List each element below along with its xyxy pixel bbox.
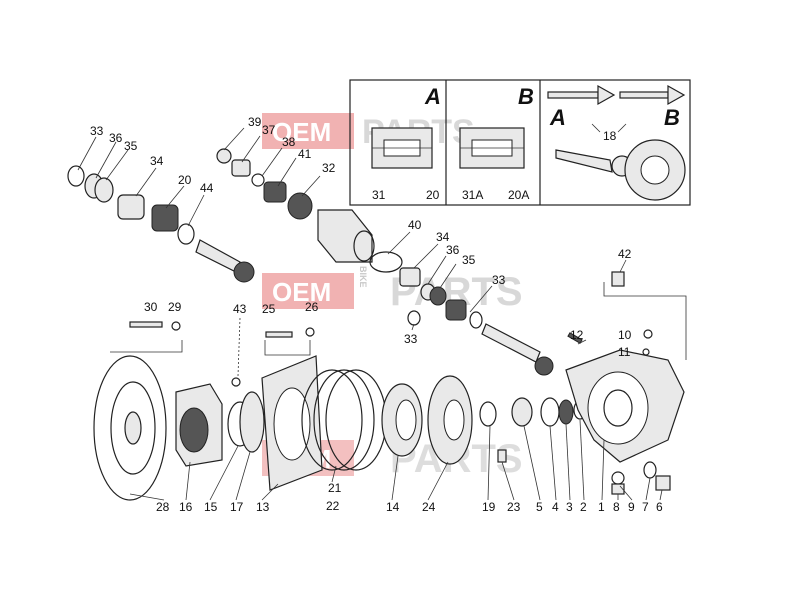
callout-33-lower: 33 xyxy=(404,332,418,346)
inset-c-label: 18 xyxy=(603,129,617,143)
inset-detail-box: A B 31 20 31A 20A A xyxy=(349,79,691,206)
inset-b-bearing xyxy=(459,127,525,169)
callout-21: 21 xyxy=(328,481,342,495)
inset-a-letter: A xyxy=(424,84,441,109)
callout-14: 14 xyxy=(386,500,400,514)
leader-lines xyxy=(77,127,663,501)
callout-34-right: 34 xyxy=(436,230,450,244)
callout-33: 33 xyxy=(90,124,104,138)
callout-labels: 33 36 35 34 20 44 39 37 38 41 32 40 34 3… xyxy=(90,115,663,514)
callout-1: 1 xyxy=(598,500,605,514)
watermark-middle: OEM BIKE PARTS xyxy=(262,266,523,314)
upper-left-assembly xyxy=(67,165,255,283)
inset-a-label-1: 31 xyxy=(372,188,386,202)
callout-13: 13 xyxy=(256,500,270,514)
small-hardware xyxy=(129,271,653,387)
callout-3: 3 xyxy=(566,500,573,514)
callout-34: 34 xyxy=(150,154,164,168)
callout-24: 24 xyxy=(422,500,436,514)
callout-6: 6 xyxy=(656,500,663,514)
callout-36: 36 xyxy=(109,131,123,145)
callout-20: 20 xyxy=(178,173,192,187)
callout-37: 37 xyxy=(262,123,276,137)
watermark-brand-2: OEM xyxy=(272,277,331,307)
center-upper-parts xyxy=(216,148,403,273)
callout-38: 38 xyxy=(282,135,296,149)
crown-gear xyxy=(427,375,473,465)
inset-b-label-2: 20A xyxy=(508,188,529,202)
callout-40: 40 xyxy=(408,218,422,232)
callout-5: 5 xyxy=(536,500,543,514)
spacer-ring xyxy=(239,391,265,453)
callout-16: 16 xyxy=(179,500,193,514)
callout-22: 22 xyxy=(326,499,340,513)
inset-b-label-1: 31A xyxy=(462,188,483,202)
callout-15: 15 xyxy=(204,500,218,514)
cover-plate xyxy=(261,355,323,491)
inset-c-letter-a: A xyxy=(549,105,566,130)
callout-19: 19 xyxy=(482,500,496,514)
callout-7: 7 xyxy=(642,500,649,514)
callout-41: 41 xyxy=(298,147,312,161)
frame-line-right xyxy=(603,282,687,360)
callout-29: 29 xyxy=(168,300,182,314)
inset-a-bearing xyxy=(371,127,433,169)
callout-39: 39 xyxy=(248,115,262,129)
hub-carrier xyxy=(175,383,223,467)
callout-42: 42 xyxy=(618,247,632,261)
callout-36-right: 36 xyxy=(446,243,460,257)
watermark-side: BIKE xyxy=(358,266,368,288)
center-right-shaft-parts xyxy=(399,267,583,376)
callout-9: 9 xyxy=(628,500,635,514)
inset-c-gears xyxy=(547,84,686,201)
callout-4: 4 xyxy=(552,500,559,514)
callout-28: 28 xyxy=(156,500,170,514)
callout-33-right: 33 xyxy=(492,273,506,287)
watermark-brand: OEM xyxy=(272,117,331,147)
callout-43: 43 xyxy=(233,302,247,316)
inset-a-label-2: 20 xyxy=(426,188,440,202)
callout-23: 23 xyxy=(507,500,521,514)
callout-32: 32 xyxy=(322,161,336,175)
large-bearing xyxy=(381,383,423,457)
inset-b-letter: B xyxy=(518,84,534,109)
final-drive-housing xyxy=(565,349,685,463)
frame-line-left xyxy=(110,340,183,353)
callout-12: 12 xyxy=(570,328,584,342)
callout-25: 25 xyxy=(262,302,276,316)
drain-plugs xyxy=(611,461,671,495)
callout-10: 10 xyxy=(618,328,632,342)
callout-26: 26 xyxy=(305,300,319,314)
callout-35: 35 xyxy=(124,139,138,153)
callout-35-right: 35 xyxy=(462,253,476,267)
callout-8: 8 xyxy=(613,500,620,514)
callout-30: 30 xyxy=(144,300,158,314)
callout-44: 44 xyxy=(200,181,214,195)
callout-17: 17 xyxy=(230,500,244,514)
frame-line-mid xyxy=(264,340,311,356)
inset-c-letter-b: B xyxy=(664,105,680,130)
callout-2: 2 xyxy=(580,500,587,514)
brake-disc xyxy=(93,355,167,501)
callout-11: 11 xyxy=(618,345,631,359)
